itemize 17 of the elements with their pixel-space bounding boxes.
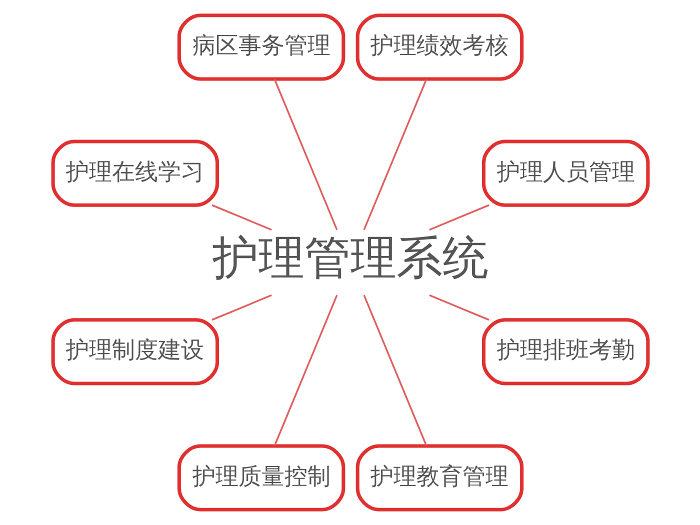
node-box: 护理制度建设 [50,318,219,386]
connector [362,294,427,446]
node-box: 护理质量控制 [176,444,345,512]
connector [428,294,489,321]
connector [428,204,489,231]
node-box: 护理教育管理 [355,444,524,512]
node-box: 护理人员管理 [481,140,650,207]
connector [211,294,272,321]
node-box: 护理在线学习 [50,140,219,207]
connector [273,79,338,230]
connector [273,294,338,446]
node-box: 病区事务管理 [176,14,345,81]
node-box: 护理绩效考核 [355,14,524,81]
node-box: 护理排班考勤 [481,318,650,386]
node-text: 护理管理系统 [212,230,488,285]
connector [362,79,427,230]
connector [211,204,272,231]
